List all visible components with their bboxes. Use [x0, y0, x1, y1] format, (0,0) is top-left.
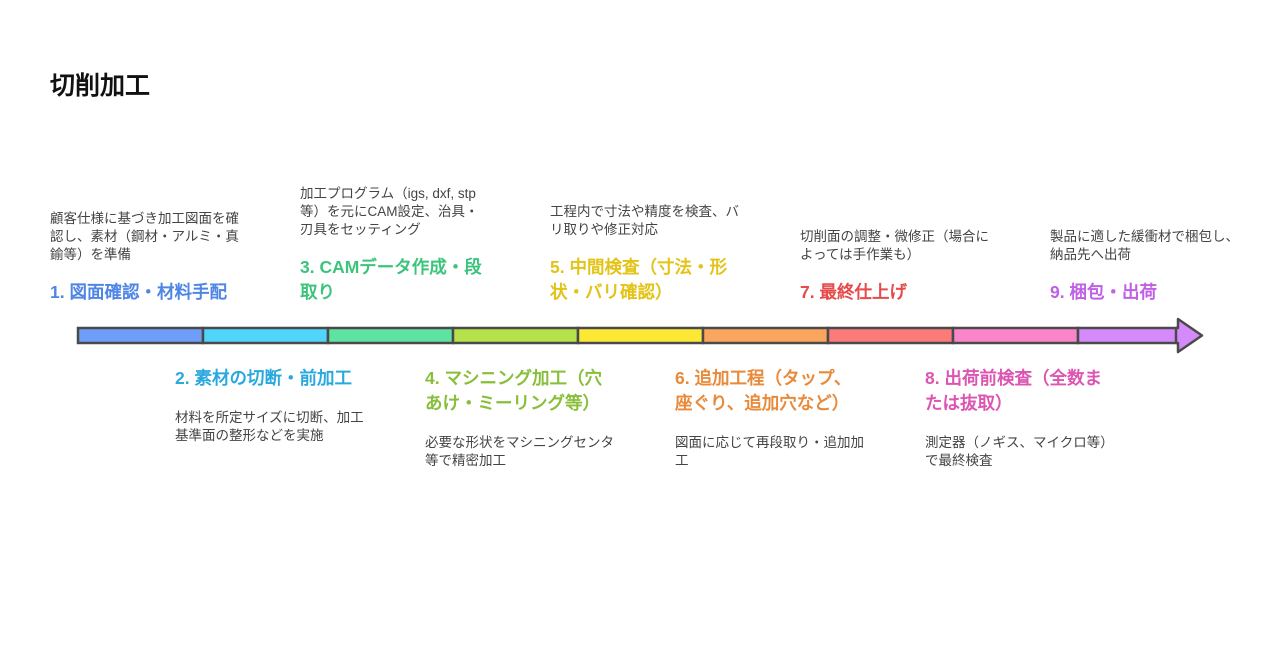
step-title: 5. 中間検査（寸法・形状・バリ確認）	[550, 257, 727, 302]
timeline-segment-8	[951, 326, 1080, 345]
step-5: 工程内で寸法や精度を検査、バリ取りや修正対応 5. 中間検査（寸法・形状・バリ確認…	[550, 203, 740, 305]
timeline-segment-6	[701, 326, 830, 345]
step-9: 製品に適した緩衝材で梱包し、納品先へ出荷 9. 梱包・出荷	[1050, 228, 1240, 305]
timeline-segment-3	[326, 326, 455, 345]
timeline-segment-4	[451, 326, 580, 345]
timeline-segment-9	[1076, 326, 1180, 345]
step-description: 測定器（ノギス、マイクロ等）で最終検査	[925, 435, 1114, 468]
step-title: 6. 追加工程（タップ、座ぐり、追加穴など）	[675, 368, 852, 413]
step-description: 材料を所定サイズに切断、加工基準面の整形などを実施	[175, 410, 364, 443]
timeline-segment-7	[826, 326, 955, 345]
step-4: 4. マシニング加工（穴あけ・ミーリング等） 必要な形状をマシニングセンタ等で精密…	[425, 366, 615, 470]
step-title: 1. 図面確認・材料手配	[50, 282, 227, 302]
timeline-segment-2	[201, 326, 330, 345]
step-description: 必要な形状をマシニングセンタ等で精密加工	[425, 435, 614, 468]
page-title: 切削加工	[50, 72, 151, 100]
step-title: 9. 梱包・出荷	[1050, 282, 1157, 302]
step-title: 4. マシニング加工（穴あけ・ミーリング等）	[425, 368, 602, 413]
step-description: 図面に応じて再段取り・追加加工	[675, 435, 864, 468]
step-description: 加工プログラム（igs, dxf, stp等）を元にCAM設定、治具・刃具をセッ…	[300, 186, 479, 237]
timeline-segment-1	[76, 326, 205, 345]
step-title: 8. 出荷前検査（全数または抜取）	[925, 368, 1102, 413]
arrow-head	[1174, 317, 1204, 354]
step-description: 顧客仕様に基づき加工図面を確認し、素材（鋼材・アルミ・真鍮等）を準備	[50, 211, 239, 262]
step-1: 顧客仕様に基づき加工図面を確認し、素材（鋼材・アルミ・真鍮等）を準備 1. 図面確…	[50, 210, 240, 305]
step-title: 3. CAMデータ作成・段取り	[300, 257, 482, 302]
step-6: 6. 追加工程（タップ、座ぐり、追加穴など） 図面に応じて再段取り・追加加工	[675, 366, 865, 470]
timeline-segment-5	[576, 326, 705, 345]
step-7: 切削面の調整・微修正（場合によっては手作業も） 7. 最終仕上げ	[800, 228, 990, 305]
step-description: 製品に適した緩衝材で梱包し、納品先へ出荷	[1050, 229, 1239, 262]
step-title: 2. 素材の切断・前加工	[175, 368, 352, 388]
step-2: 2. 素材の切断・前加工材料を所定サイズに切断、加工基準面の整形などを実施	[175, 366, 365, 445]
step-description: 切削面の調整・微修正（場合によっては手作業も）	[800, 229, 989, 262]
step-3: 加工プログラム（igs, dxf, stp等）を元にCAM設定、治具・刃具をセッ…	[300, 185, 490, 305]
step-description: 工程内で寸法や精度を検査、バリ取りや修正対応	[550, 204, 739, 237]
step-8: 8. 出荷前検査（全数または抜取） 測定器（ノギス、マイクロ等）で最終検査	[925, 366, 1115, 470]
step-title: 7. 最終仕上げ	[800, 282, 907, 302]
